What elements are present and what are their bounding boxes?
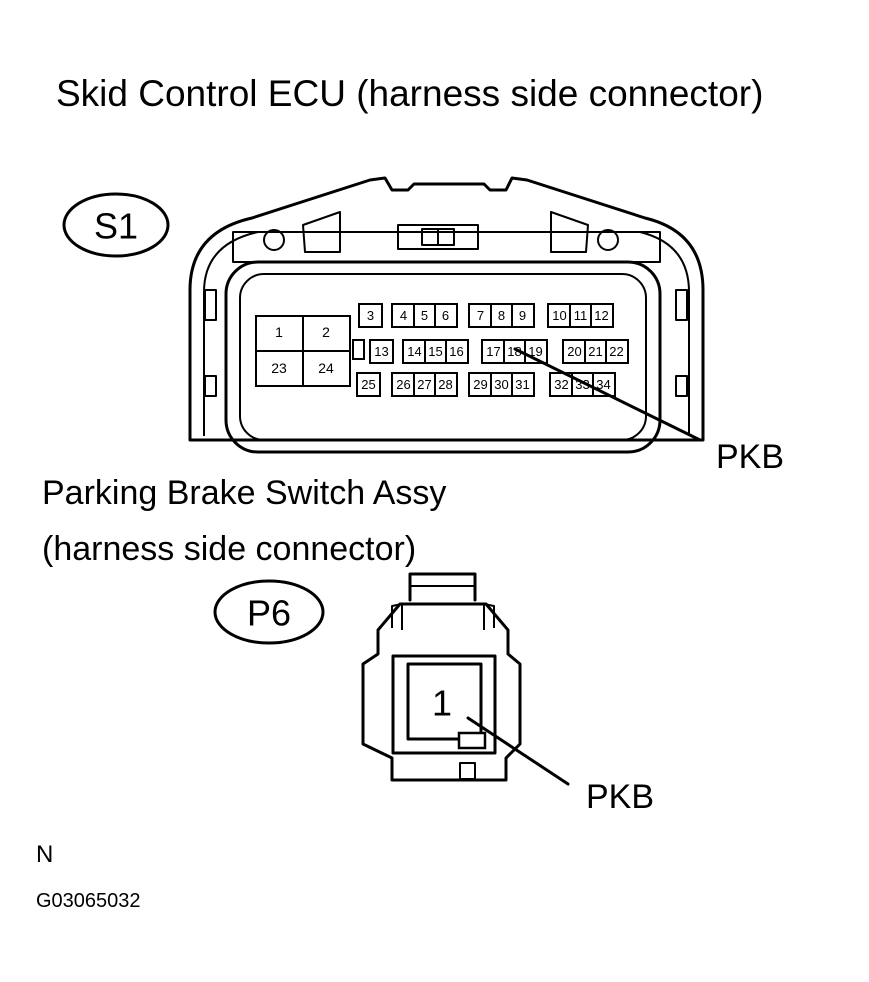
pin-label: 4 [400,308,407,323]
pin-label: 27 [417,377,431,392]
pin-group-frame [358,303,383,328]
pin-group-frame [562,339,629,364]
switch-pin-cavity [406,662,483,741]
ecu-latch-hole-right [597,229,619,251]
pin-label: 10 [552,308,566,323]
pin-label: 3 [367,308,374,323]
ecu-latch-tab-left [302,211,341,253]
pin-label: 24 [318,360,334,376]
pin-label: 7 [477,308,484,323]
ecu-pkb-label: PKB [716,438,784,476]
pin-group: 20 21 22 [562,339,629,364]
pin-group-frame [402,339,469,364]
switch-title-line1: Parking Brake Switch Assy [42,474,446,512]
pin-group-frame [391,372,458,397]
pin-group-frame [356,372,381,397]
pin-label: 34 [596,377,610,392]
ecu-side-slot-right [675,289,688,321]
pin-label: 21 [588,344,602,359]
switch-connector-badge: P6 [213,579,325,645]
pin-group: 29 30 31 [468,372,535,397]
pin-group: 14 15 16 [402,339,469,364]
pin-group: 26 27 28 [391,372,458,397]
ecu-latch-tab-right [550,211,589,253]
ecu-title: Skid Control ECU (harness side connector… [56,73,763,114]
ecu-cavity-frame [224,260,662,454]
figure-code: G03065032 [36,890,141,912]
ecu-connector-code: S1 [94,206,138,247]
pin-group-frame [468,303,535,328]
pin-group-frame [547,303,614,328]
pin-label: 16 [449,344,463,359]
pin-label: 23 [271,360,287,376]
pin-label: 28 [438,377,452,392]
switch-bottom-notch [459,762,476,780]
pin-label: 22 [609,344,623,359]
switch-pkb-leader [466,716,570,786]
ecu-side-notch-right [675,375,688,397]
pin-label: 18 [507,344,521,359]
switch-terminal-tab [457,731,487,750]
ecu-large-pin-block: 1 2 23 24 [255,315,351,387]
pin-label: 30 [494,377,508,392]
pin-label: 2 [322,324,330,340]
pin-label: 8 [498,308,505,323]
switch-title-line2: (harness side connector) [42,530,416,568]
switch-connector: 1 [361,572,570,786]
pin-group: 25 [356,372,381,397]
pin-label: 14 [407,344,421,359]
pin-group-frame [468,372,535,397]
pin-label: 20 [567,344,581,359]
pin-label: 29 [473,377,487,392]
ecu-pkb-leader [513,347,702,442]
pin-label: 13 [374,344,388,359]
ecu-connector-housing [188,176,705,442]
pin-group-frame [391,303,458,328]
switch-housing [361,602,522,782]
ecu-key-pin [352,339,365,360]
ecu-lock-button [397,224,479,250]
ecu-side-slot-left [204,289,217,321]
view-letter: N [36,841,53,868]
ecu-side-notch-left [204,375,217,397]
pin-label: 6 [442,308,449,323]
switch-ear-right [483,603,495,630]
ecu-latch-bar [232,231,661,263]
pin-label: 32 [554,377,568,392]
pin-label: 26 [396,377,410,392]
pin-label: 15 [428,344,442,359]
pin-label: 5 [421,308,428,323]
switch-pin-label: 1 [432,683,452,724]
ecu-cavity-inner [239,273,647,441]
switch-connector-code: P6 [247,593,291,634]
ecu-connector-badge: S1 [62,192,170,258]
pin-label: 12 [594,308,608,323]
pin-label: 17 [486,344,500,359]
pin-label: 11 [574,308,588,323]
pin-label: 25 [361,377,375,392]
pin-group: 3 [358,303,383,328]
pin-group-frame [369,339,394,364]
ecu-latch-hole-left [263,229,285,251]
pin-label: 1 [275,324,283,340]
switch-pkb-label: PKB [586,778,654,816]
pin-label: 31 [515,377,529,392]
pin-group: 10 11 12 [547,303,614,328]
pin-label: 19 [528,344,542,359]
switch-cavity-frame [391,654,497,755]
pin-group: 13 [369,339,394,364]
switch-ear-left [391,603,403,630]
pin-label: 9 [519,308,526,323]
